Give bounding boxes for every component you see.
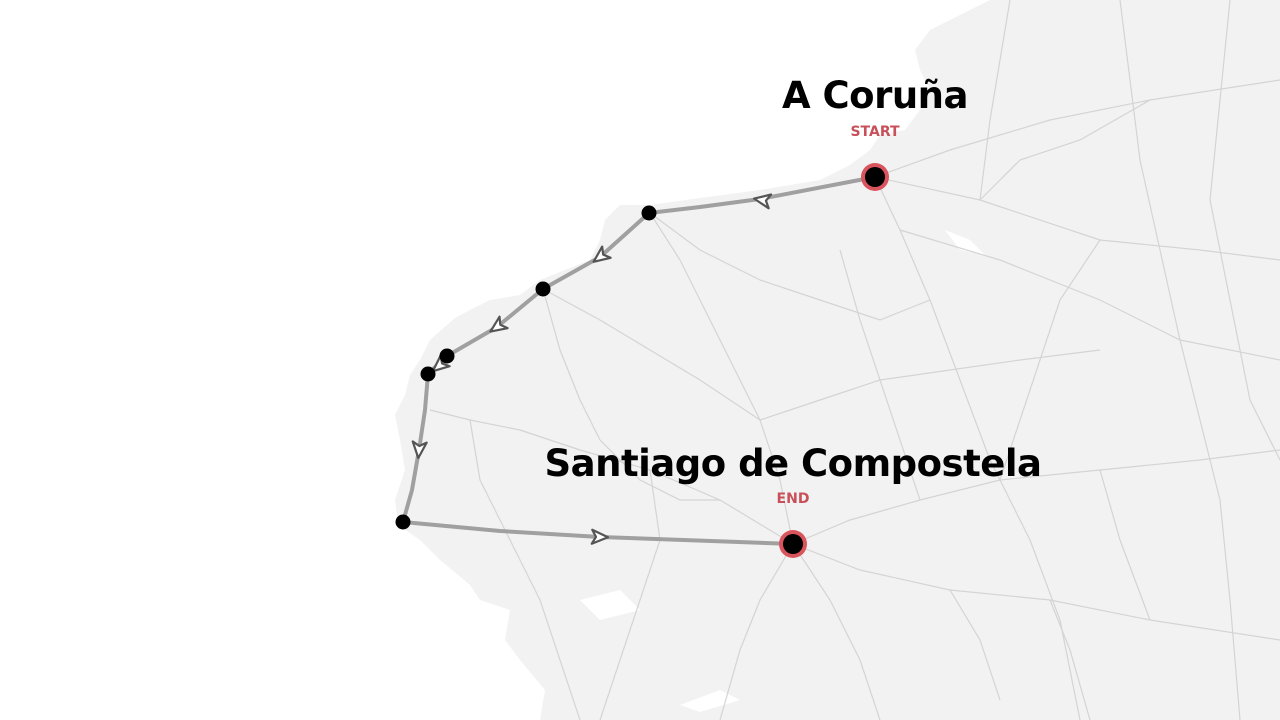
start-tag: START <box>850 124 900 140</box>
arrow-icon <box>489 315 509 333</box>
arrow-icon <box>753 193 773 210</box>
road-network <box>429 0 1280 720</box>
waypoint-marker[interactable] <box>641 205 657 221</box>
waypoint-marker[interactable] <box>535 281 551 297</box>
waypoint-marker[interactable] <box>439 348 455 364</box>
end-city-label: Santiago de Compostela <box>544 442 1042 485</box>
arrow-icon <box>411 440 428 460</box>
start-marker[interactable] <box>861 163 889 191</box>
end-tag: END <box>776 491 810 507</box>
direction-arrows <box>411 193 773 545</box>
waypoints <box>395 205 657 530</box>
estuary <box>680 690 740 712</box>
estuary <box>945 230 985 255</box>
end-marker[interactable] <box>779 530 807 558</box>
waypoint-marker[interactable] <box>420 366 436 382</box>
estuary <box>580 590 640 620</box>
start-city-label: A Coruña <box>782 74 969 117</box>
arrow-icon <box>592 245 612 263</box>
waypoint-marker[interactable] <box>395 514 411 530</box>
arrow-icon <box>590 528 610 545</box>
land-mass <box>395 0 1280 720</box>
